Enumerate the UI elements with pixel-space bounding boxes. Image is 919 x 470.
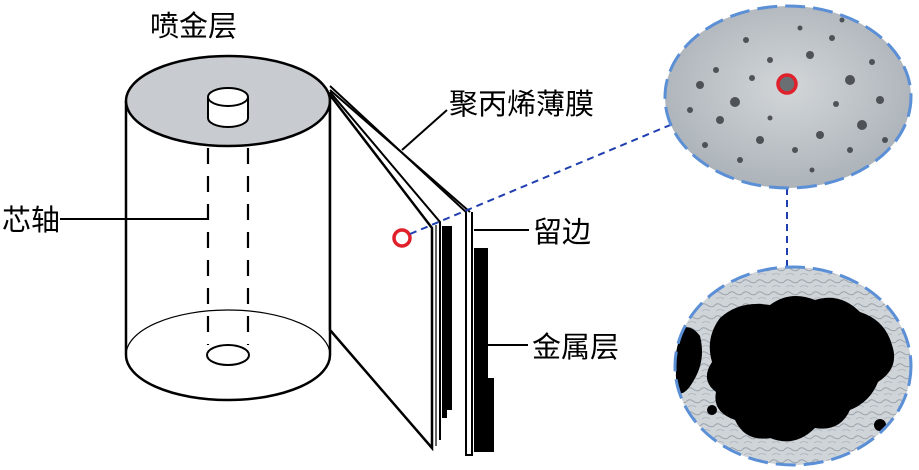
leader-film [401, 109, 448, 151]
unwound-film [328, 85, 494, 456]
film-sheet-rear-top [329, 89, 471, 213]
film-sheet-middle-edge [329, 91, 441, 440]
label-metal-layer: 金属层 [532, 330, 620, 364]
label-core-shaft: 芯轴 [2, 203, 61, 237]
leader-lines [60, 109, 529, 346]
core-shaft-top-opening [207, 87, 249, 107]
film-sheet-front [328, 91, 434, 452]
label-spray-metal-layer: 喷金层 [150, 9, 238, 43]
micrograph-bottom-border [673, 265, 913, 467]
label-polypropylene-film: 聚丙烯薄膜 [449, 87, 595, 121]
core-hole-bottom [206, 344, 250, 366]
capacitor-roll [124, 54, 332, 402]
metal-layer-strip-front [442, 226, 452, 418]
metal-layer-strip-rear [474, 248, 494, 452]
cylinder-bottom-back [125, 309, 331, 356]
cylinder-bottom-front [124, 354, 332, 402]
micrograph-bottom [673, 265, 913, 467]
label-margin: 留边 [533, 215, 592, 249]
micrograph-top-border [663, 4, 913, 190]
micrograph-top [663, 4, 913, 190]
defect-marker-film [392, 228, 412, 248]
defect-marker-top-micrograph [776, 73, 798, 95]
